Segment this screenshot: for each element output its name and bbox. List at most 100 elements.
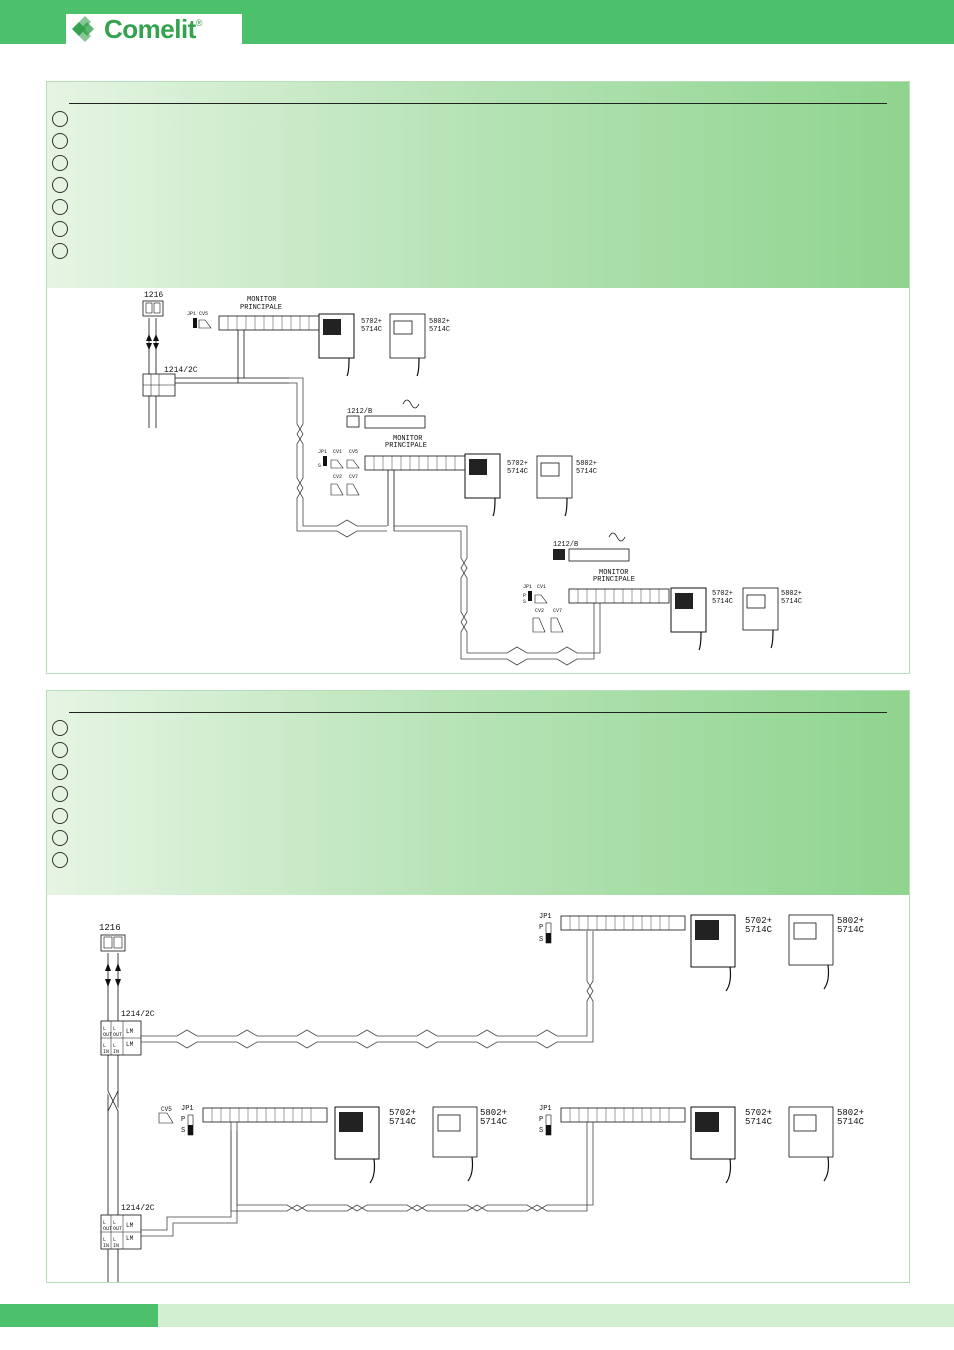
- d1-main-monitor-3: 1212/B MONITOR PRINCIPALE JP1 CV1 P S CV…: [523, 532, 802, 651]
- step-marker-3: [52, 764, 68, 780]
- svg-text:5714C: 5714C: [837, 1117, 865, 1127]
- svg-text:JP1: JP1: [181, 1105, 194, 1113]
- svg-text:PRINCIPALE: PRINCIPALE: [240, 304, 282, 312]
- svg-text:1214/2C: 1214/2C: [121, 1204, 155, 1213]
- svg-text:5802+: 5802+: [837, 1108, 864, 1118]
- step-marker-7: [52, 243, 68, 259]
- svg-text:5714C: 5714C: [389, 1117, 417, 1127]
- svg-text:CV1: CV1: [537, 584, 546, 590]
- svg-text:P: P: [181, 1116, 185, 1124]
- svg-text:CV5: CV5: [161, 1106, 172, 1113]
- svg-text:L: L: [103, 1220, 106, 1226]
- step-marker-1: [52, 111, 68, 127]
- d1-1216-distributor: 1216: [142, 291, 163, 428]
- svg-text:S: S: [539, 1127, 543, 1135]
- svg-text:5714C: 5714C: [361, 326, 382, 334]
- d2-monitor-group-top: JP1 P S 5702+ 5714C 580: [539, 913, 865, 992]
- svg-text:JP1: JP1: [318, 449, 327, 455]
- svg-text:OUT: OUT: [113, 1226, 122, 1232]
- svg-text:1212/B: 1212/B: [347, 408, 372, 416]
- footer-tab: [0, 1304, 158, 1327]
- svg-text:JP1: JP1: [539, 913, 552, 921]
- d1-bus-cable-2: [394, 525, 601, 666]
- panel-2-rule: [69, 712, 887, 713]
- svg-text:5802+: 5802+: [480, 1108, 507, 1118]
- d2-monitor-group-bottom-right: JP1 P S 5702+ 5714C 580: [539, 1105, 865, 1184]
- svg-text:1214/2C: 1214/2C: [164, 366, 198, 375]
- svg-text:5714C: 5714C: [429, 326, 450, 334]
- comelit-logo: Comelit ®: [66, 14, 242, 44]
- step-marker-3: [52, 155, 68, 171]
- svg-text:L: L: [113, 1237, 116, 1243]
- svg-text:L: L: [113, 1026, 116, 1032]
- svg-text:5702+: 5702+: [712, 590, 733, 598]
- d1-bus-cable-1: [289, 377, 387, 538]
- wiring-diagram-2: 1216 1214/2C L OUT L OUT LM L IN: [99, 913, 865, 1282]
- step-marker-6: [52, 830, 68, 846]
- svg-text:1214/2C: 1214/2C: [121, 1010, 155, 1019]
- diagram-panel-1: 1216 1214/2C MONITOR PRINCIPALE JP1 CV5: [46, 81, 910, 674]
- step-marker-2: [52, 742, 68, 758]
- svg-text:OUT: OUT: [103, 1032, 112, 1038]
- svg-text:CV7: CV7: [349, 474, 358, 480]
- panel-1-rule: [69, 103, 887, 104]
- svg-text:5714C: 5714C: [480, 1117, 508, 1127]
- svg-text:S: S: [523, 599, 526, 605]
- step-marker-2: [52, 133, 68, 149]
- svg-text:S: S: [539, 936, 543, 944]
- svg-text:OUT: OUT: [103, 1226, 112, 1232]
- svg-text:MONITOR: MONITOR: [247, 296, 277, 304]
- svg-text:CV1: CV1: [333, 449, 342, 455]
- svg-text:5714C: 5714C: [745, 925, 773, 935]
- svg-text:OUT: OUT: [113, 1032, 122, 1038]
- svg-text:5714C: 5714C: [781, 598, 802, 606]
- svg-text:JP1: JP1: [539, 1105, 552, 1113]
- d1-main-monitor-1: MONITOR PRINCIPALE JP1 CV5 5702+ 5714C: [187, 296, 450, 383]
- svg-text:L: L: [103, 1043, 106, 1049]
- svg-text:P: P: [539, 924, 543, 932]
- svg-text:P: P: [523, 593, 526, 599]
- step-marker-6: [52, 221, 68, 237]
- svg-text:LM: LM: [126, 1235, 134, 1242]
- step-marker-4: [52, 177, 68, 193]
- svg-text:1216: 1216: [99, 923, 121, 933]
- svg-text:LM: LM: [126, 1028, 134, 1035]
- svg-text:1212/B: 1212/B: [553, 541, 578, 549]
- footer-bar: [0, 1304, 954, 1327]
- svg-text:5702+: 5702+: [745, 916, 772, 926]
- svg-text:5702+: 5702+: [745, 1108, 772, 1118]
- d1-1214-amplifier: 1214/2C: [142, 366, 289, 397]
- svg-text:5714C: 5714C: [745, 1117, 773, 1127]
- svg-text:IN: IN: [103, 1049, 109, 1055]
- svg-text:5802+: 5802+: [837, 916, 864, 926]
- svg-text:IN: IN: [113, 1049, 119, 1055]
- svg-text:JP1: JP1: [523, 584, 532, 590]
- svg-text:1216: 1216: [144, 291, 163, 300]
- svg-text:5714C: 5714C: [507, 468, 528, 476]
- svg-text:CV5: CV5: [199, 311, 208, 317]
- svg-text:5702+: 5702+: [507, 460, 528, 468]
- svg-text:CV7: CV7: [553, 608, 562, 614]
- svg-text:5702+: 5702+: [361, 318, 382, 326]
- svg-text:5802+: 5802+: [576, 460, 597, 468]
- svg-text:5702+: 5702+: [389, 1108, 416, 1118]
- svg-text:5802+: 5802+: [429, 318, 450, 326]
- panel-1-header: [47, 82, 909, 288]
- svg-text:PRINCIPALE: PRINCIPALE: [385, 442, 427, 450]
- d2-1214-amplifier-2: 1214/2C L OUT L OUT LM L IN L IN LM: [100, 1122, 594, 1250]
- svg-text:S: S: [318, 463, 321, 469]
- svg-text:L: L: [113, 1220, 116, 1226]
- comelit-logo-icon: [72, 16, 94, 42]
- step-marker-5: [52, 808, 68, 824]
- svg-text:L: L: [113, 1043, 116, 1049]
- d1-main-monitor-2: 1212/B MONITOR PRINCIPALE JP1 CV1 CV5 S …: [318, 399, 597, 531]
- d2-1214-amplifier-1: 1214/2C L OUT L OUT LM L IN L IN LM: [100, 931, 594, 1056]
- svg-text:5714C: 5714C: [576, 468, 597, 476]
- panel-2-header: [47, 691, 909, 895]
- brand-name: Comelit: [104, 13, 196, 44]
- svg-text:MONITOR: MONITOR: [599, 569, 629, 577]
- svg-text:5714C: 5714C: [712, 598, 733, 606]
- svg-text:LM: LM: [126, 1222, 134, 1229]
- step-marker-4: [52, 786, 68, 802]
- svg-text:CV2: CV2: [535, 608, 544, 614]
